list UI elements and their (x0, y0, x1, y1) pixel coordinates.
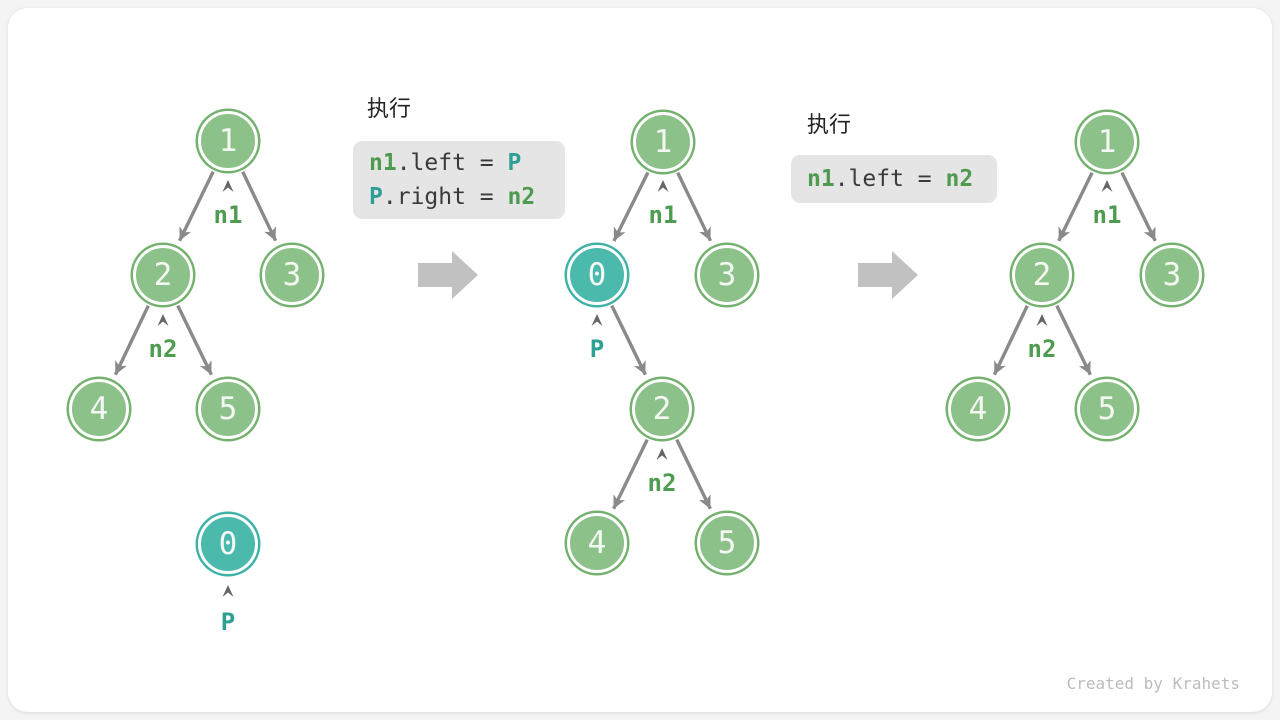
code-token: n2 (507, 184, 536, 210)
tree2-label-n1: n1 (648, 201, 678, 229)
tree1-node-3: 3 (262, 245, 322, 305)
caret-up-icon (222, 585, 234, 597)
caret-up-icon (591, 314, 603, 326)
tree3-node-3: 3 (1142, 245, 1202, 305)
code-token: .left = (396, 150, 508, 176)
edge-2-4 (992, 304, 1029, 376)
edge-1-2 (178, 170, 215, 242)
tree1-label-n2: n2 (148, 335, 178, 363)
watermark: Created by Krahets (1066, 674, 1240, 693)
code-token: .right = (382, 184, 508, 210)
code-token: P (369, 184, 383, 210)
tree3-node-4: 4 (948, 379, 1008, 439)
tree1-node-0: 0 (198, 514, 258, 574)
step1-code-line-2: P.right = n2 (369, 180, 549, 214)
edge-1-3 (676, 171, 713, 242)
step1-code-box: n1.left = P P.right = n2 (353, 141, 565, 219)
tree1-node-5: 5 (198, 379, 258, 439)
tree2-node-4: 4 (567, 513, 627, 573)
tree3-node-2: 2 (1012, 245, 1072, 305)
tree2-node-5: 5 (697, 513, 757, 573)
step1-title: 执行 (367, 97, 412, 122)
tree1-label-n1: n1 (213, 201, 243, 229)
tree2-label-n2: n2 (647, 469, 677, 497)
edge-0-2 (610, 304, 647, 376)
tree1-label-p: P (220, 608, 236, 636)
tree2-node-2: 2 (632, 379, 692, 439)
code-token: .left = (834, 166, 946, 192)
edge-2-5 (176, 304, 213, 376)
tree1-node-1: 1 (198, 111, 258, 171)
tree1-node-4: 4 (69, 379, 129, 439)
tree3-node-5: 5 (1077, 379, 1137, 439)
edge-1-3 (1120, 171, 1157, 242)
transition-arrow-icon (418, 251, 478, 299)
code-token: n2 (945, 166, 974, 192)
caret-up-icon (657, 180, 669, 192)
edge-1-0 (612, 171, 650, 242)
tree2-node-1: 1 (633, 112, 693, 172)
transition-arrow-icon (858, 251, 918, 299)
tree2-node-0: 0 (567, 245, 627, 305)
tree3-label-n1: n1 (1092, 201, 1122, 229)
caret-up-icon (656, 448, 668, 460)
tree3-label-n2: n2 (1027, 335, 1057, 363)
code-token: n1 (807, 166, 835, 192)
edge-2-5 (675, 438, 712, 510)
tree2-node-3: 3 (697, 245, 757, 305)
caret-up-icon (157, 314, 169, 326)
tree2-label-p: P (589, 335, 605, 363)
caret-up-icon (222, 180, 234, 192)
step2-code-line-1: n1.left = n2 (807, 162, 981, 196)
edge-1-2 (1057, 171, 1094, 242)
edge-2-4 (612, 438, 649, 510)
caret-up-icon (1036, 314, 1048, 326)
step2-title: 执行 (807, 113, 852, 138)
tree3-node-1: 1 (1077, 112, 1137, 172)
caret-up-icon (1101, 180, 1113, 192)
edge-1-3 (241, 170, 278, 242)
step2-code-box: n1.left = n2 (791, 155, 997, 203)
edge-2-4 (113, 304, 150, 376)
step1-code-line-1: n1.left = P (369, 146, 549, 180)
code-token: n1 (369, 150, 397, 176)
edge-2-5 (1055, 304, 1092, 376)
code-token: P (507, 150, 522, 176)
tree1-node-2: 2 (133, 245, 193, 305)
